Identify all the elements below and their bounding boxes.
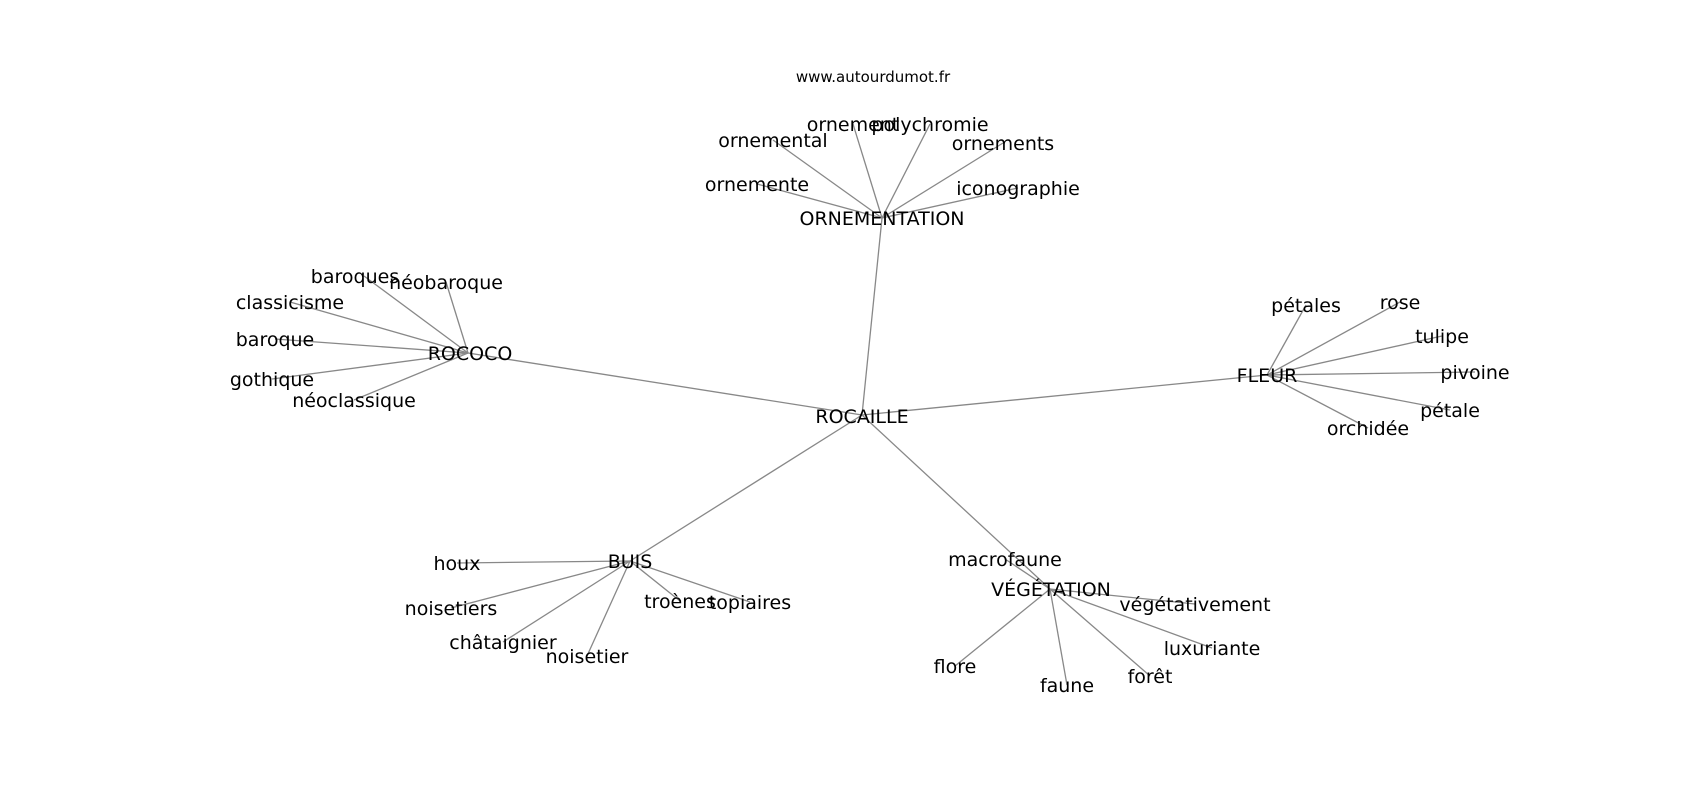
- edge-fleur-petale: [1266, 374, 1451, 411]
- node-hub-ornementation: ORNEMENTATION: [799, 208, 964, 230]
- node-word-petale: pétale: [1420, 400, 1480, 422]
- edge-rococo-neobaroque: [445, 281, 469, 354]
- node-word-topiaires: topiaires: [709, 592, 791, 614]
- edge-root-fleur: [861, 374, 1268, 416]
- edge-buis-noisetier: [586, 560, 631, 657]
- edge-buis-houx: [456, 560, 631, 564]
- edge-ornementation-ornements: [881, 142, 1004, 219]
- edge-root-rococo: [467, 352, 863, 416]
- edge-ornementation-ornemente: [756, 183, 883, 219]
- node-word-baroque: baroque: [236, 329, 315, 351]
- edge-rococo-baroque: [274, 338, 469, 354]
- node-word-troenes: troènes: [644, 591, 716, 613]
- watermark-text: www.autourdumot.fr: [796, 68, 951, 86]
- edge-fleur-petales: [1266, 304, 1307, 376]
- edge-rococo-classicisme: [289, 301, 469, 354]
- node-word-faune: faune: [1040, 675, 1094, 697]
- node-word-ornement: ornement: [807, 114, 900, 136]
- node-word-chataignier: châtaignier: [449, 632, 557, 654]
- edge-ornementation-ornement: [852, 123, 883, 219]
- node-word-tulipe: tulipe: [1415, 326, 1469, 348]
- node-word-noisetiers: noisetiers: [405, 598, 498, 620]
- node-word-polychromie: polychromie: [871, 114, 988, 136]
- node-word-petales: pétales: [1271, 295, 1341, 317]
- node-word-classicisme: classicisme: [236, 292, 344, 314]
- edge-buis-noisetiers: [450, 560, 631, 609]
- node-word-luxuriante: luxuriante: [1164, 638, 1261, 660]
- node-hub-buis: BUIS: [608, 551, 653, 573]
- graph-edges: [271, 123, 1476, 686]
- node-word-neoclassique: néoclassique: [292, 390, 416, 412]
- node-word-orchidee: orchidée: [1327, 418, 1409, 440]
- edge-rococo-neoclassique: [353, 352, 469, 401]
- edge-buis-troenes: [629, 560, 681, 602]
- edge-fleur-tulipe: [1266, 335, 1443, 376]
- edge-root-buis: [629, 414, 863, 562]
- edge-fleur-pivoine: [1266, 371, 1476, 376]
- edge-rococo-baroques: [363, 275, 469, 354]
- node-word-ornemental: ornemental: [718, 130, 827, 152]
- node-word-baroques: baroques: [311, 266, 399, 288]
- node-word-ornemente: ornemente: [705, 174, 809, 196]
- node-word-gothique: gothique: [230, 369, 314, 391]
- node-word-houx: houx: [434, 553, 481, 575]
- edge-rococo-gothique: [271, 352, 469, 380]
- node-word-foret: forêt: [1128, 666, 1173, 688]
- edge-vegetation-macrofaune: [1004, 558, 1051, 590]
- edge-ornementation-polychromie: [881, 123, 931, 219]
- edge-buis-chataignier: [502, 560, 631, 643]
- edge-vegetation-faune: [1049, 588, 1068, 686]
- edge-root-ornementation: [861, 217, 883, 416]
- node-hub-vegetation: VÉGÉTATION: [991, 578, 1111, 601]
- node-word-noisetier: noisetier: [546, 646, 629, 668]
- node-word-flore: flore: [934, 656, 977, 678]
- edge-vegetation-flore: [954, 588, 1051, 667]
- node-word-vegetativement: végétativement: [1119, 594, 1270, 616]
- edge-vegetation-foret: [1049, 588, 1151, 677]
- edge-ornementation-iconographie: [881, 187, 1019, 219]
- node-word-neobaroque: néobaroque: [389, 272, 503, 294]
- node-root-label: ROCAILLE: [815, 406, 908, 428]
- edge-vegetation-vegetativement: [1049, 588, 1196, 605]
- edge-buis-topiaires: [629, 560, 751, 603]
- edge-fleur-rose: [1266, 301, 1401, 376]
- edge-ornementation-ornemental: [772, 139, 883, 219]
- edge-fleur-orchidee: [1266, 374, 1369, 429]
- node-word-iconographie: iconographie: [956, 178, 1080, 200]
- node-hub-rococo: ROCOCO: [428, 343, 513, 365]
- node-word-rose: rose: [1380, 292, 1421, 314]
- node-word-macrofaune: macrofaune: [948, 549, 1062, 571]
- edge-root-vegetation: [861, 414, 1051, 590]
- node-hub-fleur: FLEUR: [1237, 365, 1298, 387]
- node-word-ornements: ornements: [952, 133, 1054, 155]
- edge-vegetation-luxuriante: [1049, 588, 1213, 649]
- node-word-pivoine: pivoine: [1440, 362, 1509, 384]
- graph-labels: ROCAILLE ORNEMENTATION ornementpolychromie…: [230, 114, 1510, 697]
